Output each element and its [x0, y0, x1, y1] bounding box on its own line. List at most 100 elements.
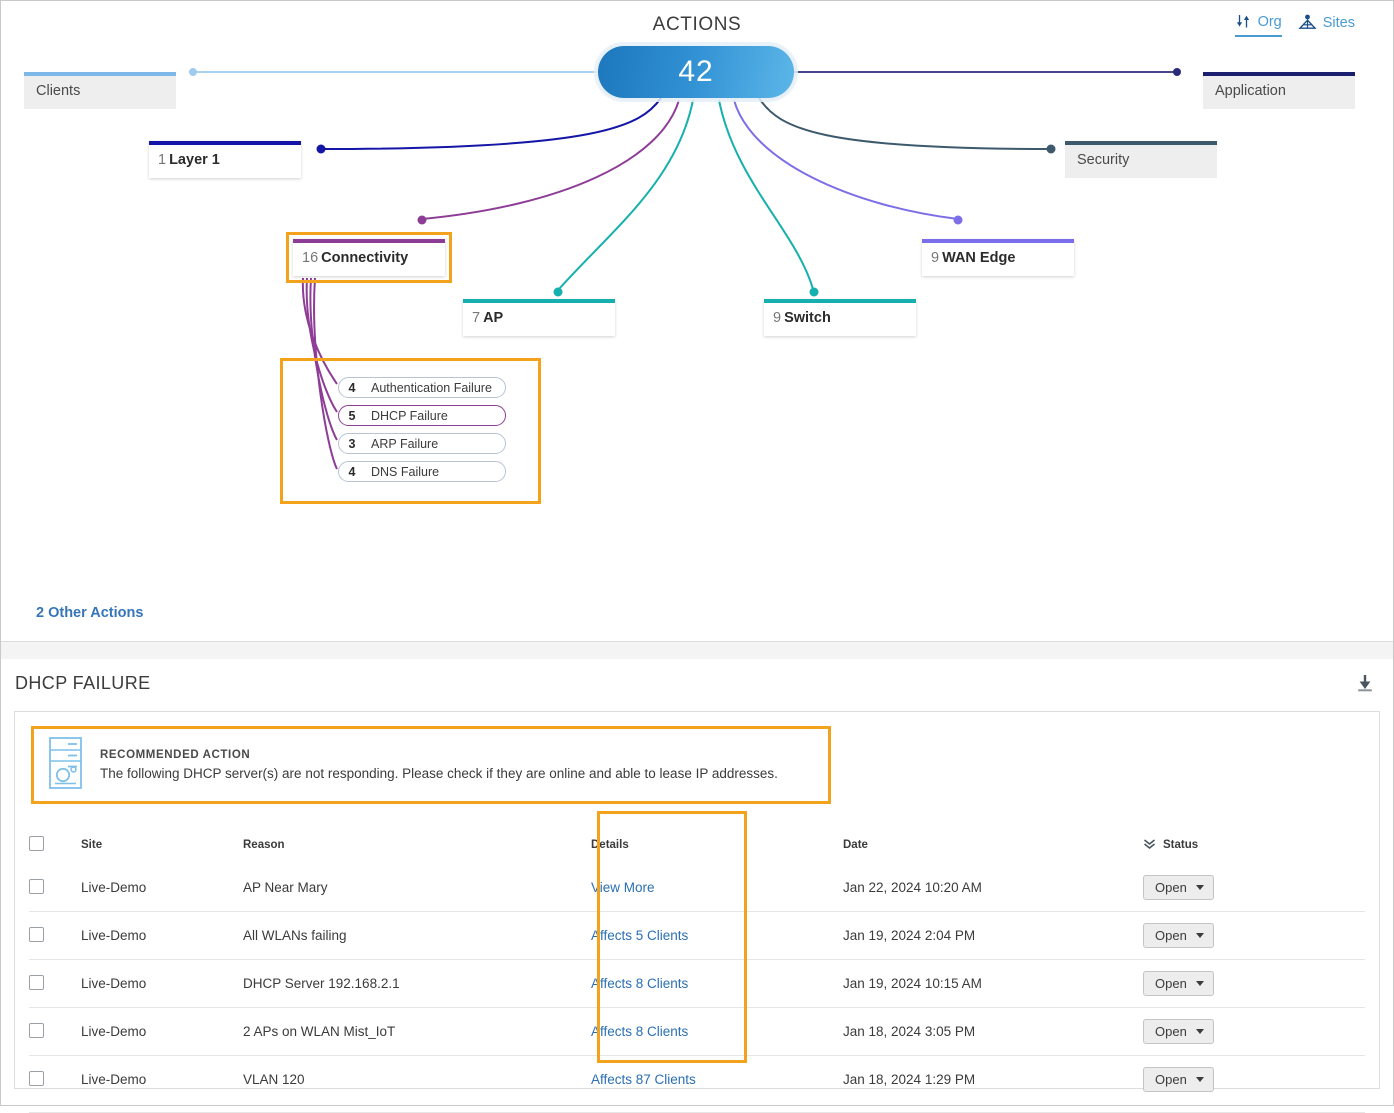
sub-action-count: 3	[348, 436, 356, 451]
cell-date: Jan 22, 2024 10:20 AM	[843, 880, 982, 895]
other-actions-link[interactable]: 2 Other Actions	[36, 605, 144, 621]
sub-action-dhcp-failure[interactable]: 5 DHCP Failure	[338, 405, 506, 426]
status-dropdown[interactable]: Open	[1143, 1019, 1214, 1044]
details-link[interactable]: Affects 8 Clients	[591, 1024, 689, 1039]
sub-action-arp-failure[interactable]: 3 ARP Failure	[338, 433, 506, 454]
status-label: Open	[1155, 928, 1187, 943]
toggle-org[interactable]: Org	[1234, 13, 1282, 37]
dhcp-failure-table: Site Reason Details Date	[29, 828, 1365, 1103]
column-header-status[interactable]: Status	[1143, 828, 1365, 864]
cell-status: Open	[1143, 911, 1365, 960]
column-header-reason[interactable]: Reason	[243, 839, 285, 851]
row-checkbox[interactable]	[29, 974, 44, 990]
select-all-cell	[29, 828, 81, 864]
sub-action-dns-failure[interactable]: 4 DNS Failure	[338, 461, 506, 482]
chevron-down-icon	[1195, 933, 1204, 938]
cell-details: Affects 5 Clients	[591, 911, 843, 960]
node-name: WAN Edge	[942, 250, 1016, 266]
node-clients[interactable]: Clients	[24, 72, 176, 109]
sub-action-label: DHCP Failure	[371, 408, 448, 423]
server-icon	[46, 736, 86, 795]
cell-site: Live-Demo	[81, 911, 243, 960]
cell-details: Affects 8 Clients	[591, 959, 843, 1008]
select-all-checkbox[interactable]	[29, 836, 44, 851]
cell-site: Live-Demo	[81, 880, 147, 895]
sub-actions-group: 4 Authentication Failure 5 DHCP Failure …	[280, 358, 541, 504]
row-select-cell	[29, 1055, 81, 1103]
cell-reason: 2 APs on WLAN Mist_IoT	[243, 1007, 591, 1056]
table-row[interactable]: Live-Demo DHCP Server 192.168.2.1 Affect…	[29, 959, 1365, 1008]
row-checkbox[interactable]	[29, 878, 44, 894]
table-row[interactable]: Live-Demo 2 APs on WLAN Mist_IoT Affects…	[29, 1007, 1365, 1056]
cell-status: Open	[1143, 864, 1365, 912]
sub-action-authentication-failure[interactable]: 4 Authentication Failure	[338, 377, 506, 398]
row-select-cell	[29, 911, 81, 960]
node-count: 9	[773, 310, 782, 326]
row-checkbox[interactable]	[29, 926, 44, 942]
status-label: Open	[1155, 1072, 1187, 1087]
actions-tree-panel: ACTIONS Org	[1, 1, 1393, 641]
details-link[interactable]: Affects 5 Clients	[591, 928, 689, 943]
details-link[interactable]: Affects 87 Clients	[591, 1072, 696, 1087]
sub-action-count: 4	[348, 380, 356, 395]
cell-reason: DHCP Server 192.168.2.1	[243, 959, 591, 1008]
column-header-date[interactable]: Date	[843, 839, 868, 851]
cell-details: Affects 8 Clients	[591, 1007, 843, 1056]
node-name: Connectivity	[321, 250, 409, 266]
table-row[interactable]: Live-Demo All WLANs failing Affects 5 Cl…	[29, 911, 1365, 960]
cell-site: Live-Demo	[81, 1007, 243, 1056]
cell-date: Jan 18, 2024 3:05 PM	[843, 1007, 1143, 1056]
recommended-action-box: RECOMMENDED ACTION The following DHCP se…	[31, 726, 831, 804]
table-row[interactable]: Live-Demo AP Near Mary View More Jan 22,…	[29, 864, 1365, 912]
cell-date: Jan 19, 2024 10:15 AM	[843, 959, 1143, 1008]
status-dropdown[interactable]: Open	[1143, 875, 1214, 900]
table-row[interactable]: Live-Demo VLAN 120 Affects 87 Clients Ja…	[29, 1055, 1365, 1103]
node-security[interactable]: Security	[1065, 141, 1217, 178]
node-accent-bar	[922, 239, 1074, 243]
detail-header: DHCP FAILURE	[1, 659, 1393, 705]
tree-connectors	[189, 68, 1181, 470]
node-count: 7	[472, 310, 481, 326]
recommended-action-text: The following DHCP server(s) are not res…	[100, 766, 778, 781]
sites-network-icon	[1298, 14, 1317, 31]
node-label: Clients	[24, 76, 176, 109]
node-count: 9	[931, 250, 940, 266]
status-label: Open	[1155, 976, 1187, 991]
column-header-details[interactable]: Details	[591, 839, 629, 851]
row-checkbox[interactable]	[29, 1022, 44, 1038]
row-checkbox[interactable]	[29, 1070, 44, 1086]
column-header-site[interactable]: Site	[81, 839, 103, 851]
status-dropdown[interactable]: Open	[1143, 971, 1214, 996]
toggle-sites[interactable]: Sites	[1298, 14, 1355, 36]
status-label: Open	[1155, 1024, 1187, 1039]
chevron-down-icon	[1195, 1029, 1204, 1034]
details-link[interactable]: Affects 8 Clients	[591, 976, 689, 991]
toggle-sites-label: Sites	[1322, 14, 1355, 31]
node-count: 16	[302, 250, 319, 266]
sub-action-count: 5	[348, 408, 356, 423]
status-dropdown[interactable]: Open	[1143, 1067, 1214, 1092]
cell-reason: VLAN 120	[243, 1055, 591, 1103]
node-label: Application	[1203, 76, 1355, 109]
actions-hub-node[interactable]: 42	[598, 46, 794, 98]
chevron-down-icon	[1195, 1077, 1204, 1082]
double-chevron-down-icon	[1143, 838, 1156, 853]
node-application[interactable]: Application	[1203, 72, 1355, 109]
cell-status: Open	[1143, 959, 1365, 1008]
download-icon[interactable]	[1355, 673, 1375, 698]
status-label: Open	[1155, 880, 1187, 895]
row-select-cell	[29, 1007, 81, 1056]
details-link[interactable]: View More	[591, 880, 655, 895]
cell-status: Open	[1143, 1055, 1365, 1103]
node-accent-bar	[1065, 141, 1217, 145]
status-dropdown[interactable]: Open	[1143, 923, 1214, 948]
